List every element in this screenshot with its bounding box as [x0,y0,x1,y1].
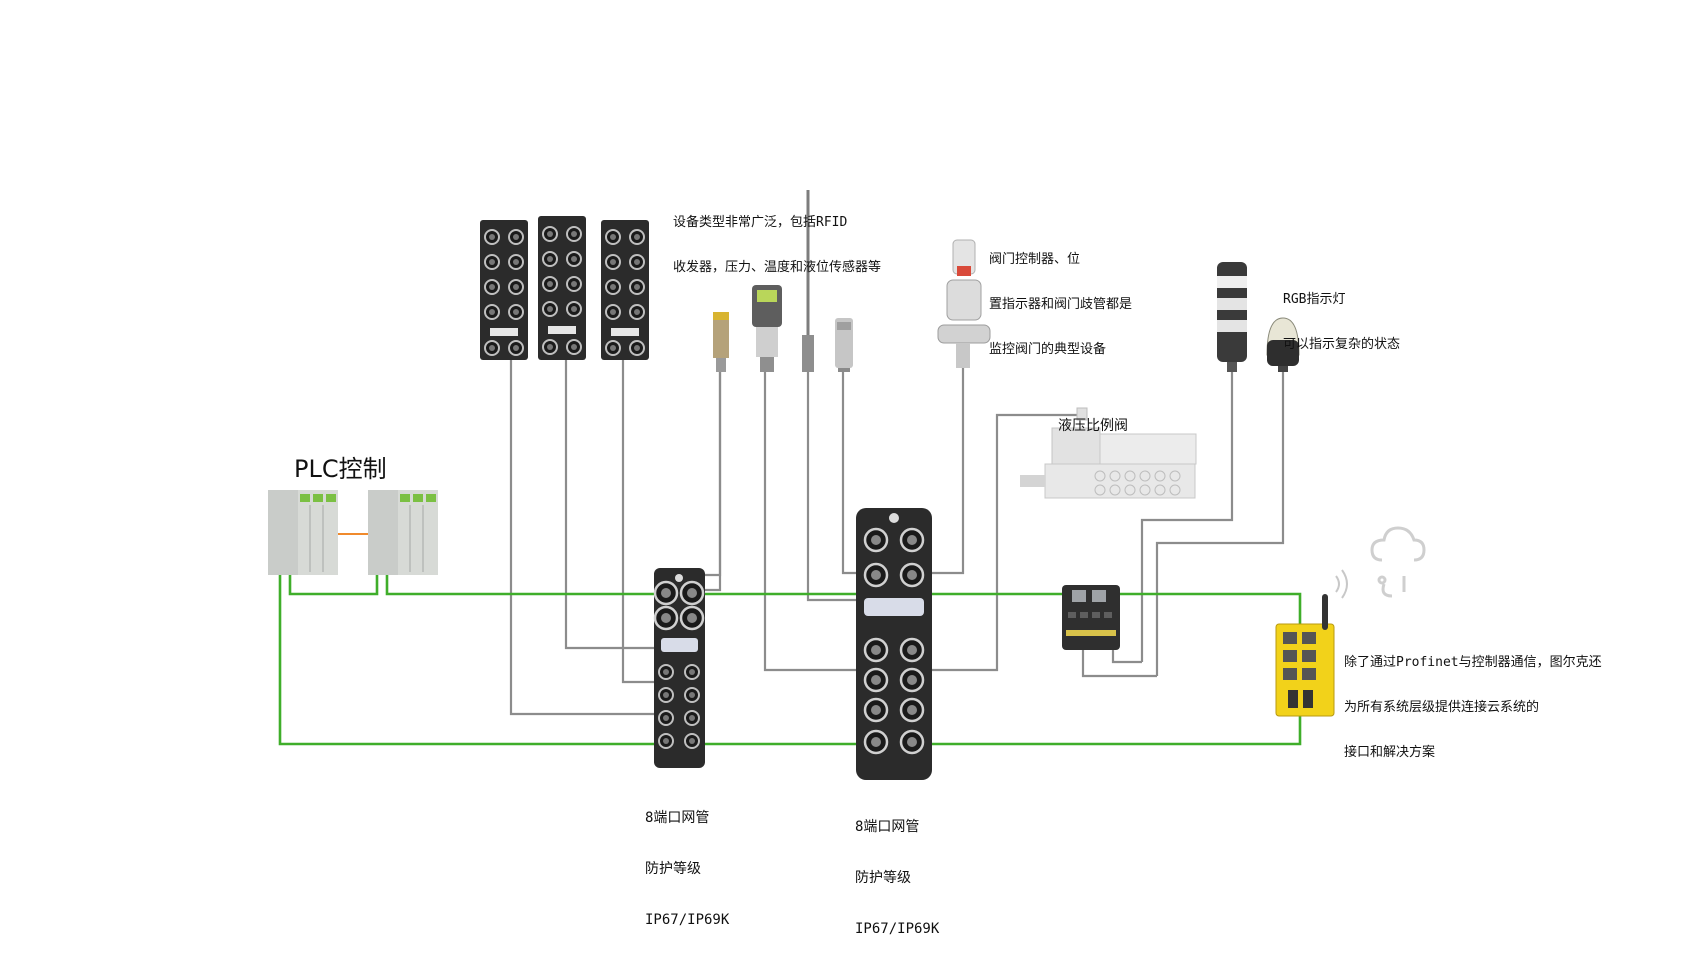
temperature-sensor [835,318,853,372]
rgb-callout-line-2: 可以指示复杂的状态 [1283,337,1401,352]
valves-callout-line-2: 置指示器和阀门歧管都是 [989,297,1133,312]
rgb-tower-light [1217,262,1247,372]
module-small-label-line-1: 8端口网管 [645,810,710,826]
io-hub-3 [601,220,649,360]
valves-callout-line-1: 阀门控制器、位 [989,252,1081,267]
module-small-label-line-3: IP67/IP69K [645,912,730,928]
signal-cables [509,360,1285,716]
io-hub-1 [480,220,528,360]
wireless-icon [1335,569,1348,599]
cloud-callout-line-1: 除了通过Profinet与控制器通信，图尔克还 [1344,655,1602,670]
rgb-dome-light [1266,317,1300,372]
valve-controller [937,239,991,368]
module-large-label: 8端口网管 防护等级 IP67/IP69K [855,785,939,955]
cloud-gateway [1275,594,1335,717]
compact-io-block [1062,585,1120,650]
hydraulic-callout-line-1: 液压比例阀 [1058,418,1128,434]
valves-callout: 阀门控制器、位 置指示器和阀门歧管都是 监控阀门的典型设备 [989,222,1132,372]
plc-controller-right [368,490,438,575]
sensors-callout: 设备类型非常广泛，包括RFID 收发器，压力、温度和液位传感器等 [673,185,881,290]
ethernet-cables [278,575,1302,746]
module-large-label-line-3: IP67/IP69K [855,921,940,937]
plc-title: PLC控制 [294,455,387,483]
module-large-label-line-2: 防护等级 [855,870,911,886]
io-hub-2 [538,216,586,360]
hydraulic-proportional-valve [1020,407,1197,499]
level-probe [802,190,814,372]
plc-controller-left [268,490,338,575]
module-small-label-line-2: 防护等级 [645,861,701,877]
rgb-callout-line-1: RGB指示灯 [1283,292,1346,307]
cloud-callout-line-2: 为所有系统层级提供连接云系统的 [1344,700,1540,715]
hydraulic-callout: 液压比例阀 [1058,389,1128,449]
cloud-callout: 除了通过Profinet与控制器通信，图尔克还 为所有系统层级提供连接云系统的 … [1344,625,1602,775]
cloud-icon [1370,526,1426,598]
sensors-callout-line-2: 收发器，压力、温度和液位传感器等 [673,260,882,275]
io-module-small [653,568,705,768]
rgb-callout: RGB指示灯 可以指示复杂的状态 [1283,262,1400,367]
valves-callout-line-3: 监控阀门的典型设备 [989,342,1107,357]
sensors-callout-line-1: 设备类型非常广泛，包括RFID [673,215,848,230]
io-module-large [856,508,932,780]
inductive-sensor [713,312,729,372]
module-small-label: 8端口网管 防护等级 IP67/IP69K [645,776,729,946]
pressure-sensor [752,285,782,372]
module-large-label-line-1: 8端口网管 [855,819,920,835]
cloud-callout-line-3: 接口和解决方案 [1344,745,1436,760]
